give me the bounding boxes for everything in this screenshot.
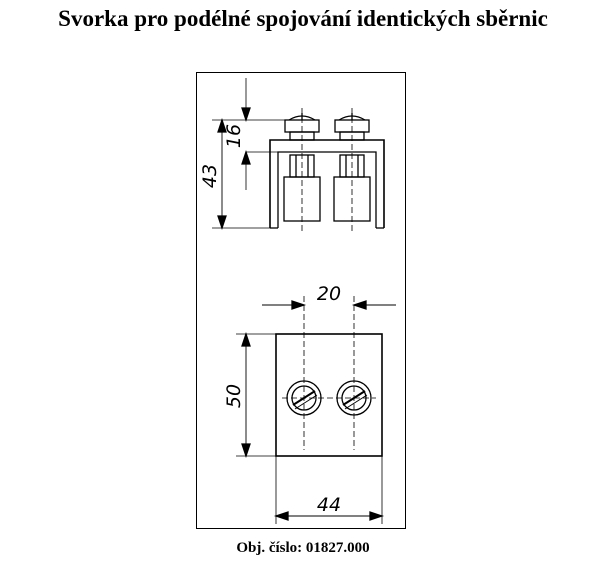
side-view	[212, 78, 385, 232]
order-number: Obj. číslo: 01827.000	[0, 540, 606, 557]
page-title: Svorka pro podélné spojování identických…	[58, 6, 548, 31]
dim-label-50: 50	[223, 384, 245, 408]
dim-label-44: 44	[317, 494, 341, 516]
dim-label-43: 43	[199, 164, 221, 188]
dim-label-16: 16	[223, 124, 245, 148]
dim-label-20: 20	[317, 283, 341, 305]
top-view	[236, 296, 396, 524]
drawing-frame	[196, 72, 406, 529]
order-number-value: 01827.000	[305, 540, 370, 556]
order-number-label: Obj. číslo:	[236, 540, 303, 556]
